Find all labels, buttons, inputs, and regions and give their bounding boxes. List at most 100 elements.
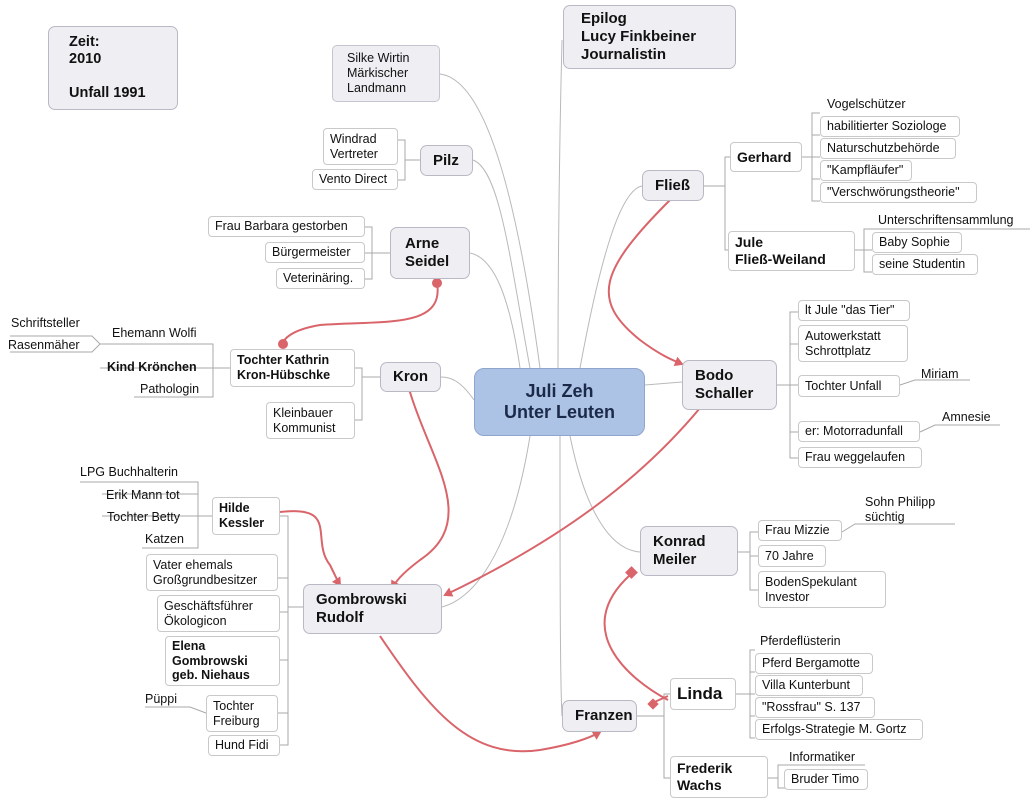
label-pferdefluesterin: Pferdeflüsterin [760, 634, 841, 648]
natur-label: Naturschutzbehörde [827, 141, 940, 156]
link-center-franzen [559, 435, 563, 717]
link-center-bodo [644, 381, 683, 386]
leaf-veterinaer[interactable]: Veterinäring. [276, 268, 365, 289]
vater-line1: Vater ehemals [153, 557, 233, 572]
rel-linda-konrad [603, 574, 669, 701]
frau-label: Frau weggelaufen [805, 450, 906, 465]
label-schriftsteller: Schriftsteller [11, 316, 80, 330]
boden-line2: Investor [765, 589, 810, 604]
leaf-tochter-unfall[interactable]: Tochter Unfall [798, 375, 900, 397]
label-sohn-philipp: Sohn Philipp süchtig [865, 495, 935, 525]
gf-line2: Ökologicon [164, 613, 227, 628]
rossfrau-label: "Rossfrau" S. 137 [762, 700, 861, 715]
central-topic[interactable]: Juli Zeh Unter Leuten [474, 368, 645, 436]
veterinaer-label: Veterinäring. [283, 271, 354, 286]
topic-franzen[interactable]: Franzen [562, 700, 637, 732]
bodo-line1: Bodo [695, 367, 734, 385]
topic-gombrowski-rudolf[interactable]: Gombrowski Rudolf [303, 584, 442, 634]
arne-line1: Arne [405, 235, 440, 253]
kathrin-line1: Tochter Kathrin [237, 353, 330, 368]
leaf-gerhard[interactable]: Gerhard [730, 142, 802, 172]
leaf-studentin[interactable]: seine Studentin [872, 254, 978, 275]
frederik-line2: Wachs [677, 777, 722, 793]
label-erik: Erik Mann tot [106, 488, 180, 502]
topic-epilog[interactable]: Epilog Lucy Finkbeiner Journalistin [563, 5, 736, 69]
leaf-bruder-timo[interactable]: Bruder Timo [784, 769, 868, 790]
leaf-hund-fidi[interactable]: Hund Fidi [208, 735, 280, 756]
leaf-frau-mizzie[interactable]: Frau Mizzie [758, 520, 842, 541]
leaf-jule[interactable]: Jule Fließ-Weiland [728, 231, 855, 271]
tochter-line1: Tochter [213, 698, 254, 713]
jahre-label: 70 Jahre [765, 548, 814, 563]
leaf-habil[interactable]: habilitierter Soziologe [820, 116, 960, 137]
label-ehemann-wolfi: Ehemann Wolfi [112, 326, 197, 340]
link-center-konrad [569, 435, 641, 553]
leaf-motorradunfall[interactable]: er: Motorradunfall [798, 421, 920, 442]
leaf-vater-ehemals[interactable]: Vater ehemals Großgrundbesitzer [146, 554, 278, 591]
leaf-kleinbauer[interactable]: Kleinbauer Kommunist [266, 402, 355, 439]
topic-bodo-schaller[interactable]: Bodo Schaller [682, 360, 777, 410]
leaf-baby-sophie[interactable]: Baby Sophie [872, 232, 962, 253]
leaf-frederik-wachs[interactable]: Frederik Wachs [670, 756, 768, 798]
leaf-windrad[interactable]: Windrad Vertreter [323, 128, 398, 165]
zeit-unfall: Unfall 1991 [69, 85, 146, 102]
leaf-verschwoerung[interactable]: "Verschwörungstheorie" [820, 182, 977, 203]
unfall-label: Tochter Unfall [805, 378, 882, 393]
leaf-villa-kunterbunt[interactable]: Villa Kunterbunt [755, 675, 863, 696]
silke-line1: Silke Wirtin [347, 51, 410, 66]
gf-line1: Geschäftsführer [164, 598, 253, 613]
topic-fliess[interactable]: Fließ [642, 170, 704, 201]
topic-arne-seidel[interactable]: Arne Seidel [390, 227, 470, 279]
zeit-note[interactable]: Zeit: 2010 Unfall 1991 [48, 26, 178, 110]
leaf-buergermeister[interactable]: Bürgermeister [265, 242, 365, 263]
label-miriam: Miriam [921, 367, 959, 381]
label-unterschriften: Unterschriftensammlung [878, 213, 1014, 227]
leaf-hilde-kessler[interactable]: Hilde Kessler [212, 497, 280, 535]
leaf-frau-barbara[interactable]: Frau Barbara gestorben [208, 216, 365, 237]
label-rasenmaeher: Rasenmäher [8, 338, 80, 352]
link-center-kron [440, 376, 475, 401]
leaf-elena[interactable]: Elena Gombrowski geb. Niehaus [165, 636, 280, 686]
label-informatiker: Informatiker [789, 750, 855, 764]
konrad-line1: Konrad [653, 533, 706, 551]
label-betty: Tochter Betty [107, 510, 180, 524]
leaf-frau-weggelaufen[interactable]: Frau weggelaufen [798, 447, 922, 468]
sohn-line1: Sohn Philipp [865, 495, 936, 509]
leaf-naturschutz[interactable]: Naturschutzbehörde [820, 138, 956, 159]
leaf-70-jahre[interactable]: 70 Jahre [758, 545, 826, 567]
mizzie-label: Frau Mizzie [765, 523, 830, 538]
gerhard-label: Gerhard [737, 148, 792, 165]
leaf-tochter-kathrin[interactable]: Tochter Kathrin Kron-Hübschke [230, 349, 355, 387]
leaf-tochter-freiburg[interactable]: Tochter Freiburg [206, 695, 278, 732]
auto-line1: Autowerkstatt [805, 328, 881, 343]
leaf-geschaeftsfuehrer[interactable]: Geschäftsführer Ökologicon [157, 595, 280, 632]
central-title: Juli Zeh [525, 380, 594, 401]
leaf-bodenspekulant[interactable]: BodenSpekulant Investor [758, 571, 886, 608]
leaf-vento-direct[interactable]: Vento Direct [312, 169, 398, 190]
leaf-kampflaeufer[interactable]: "Kampfläufer" [820, 160, 912, 181]
gombrowski-line2: Rudolf [316, 609, 364, 626]
leaf-autowerkstatt[interactable]: Autowerkstatt Schrottplatz [798, 325, 908, 362]
gombrowski-line1: Gombrowski [316, 591, 407, 609]
leaf-erfolgs-strategie[interactable]: Erfolgs-Strategie M. Gortz [755, 719, 923, 740]
topic-konrad-meiler[interactable]: Konrad Meiler [640, 526, 738, 576]
epilog-line2: Lucy Finkbeiner [581, 28, 697, 46]
kampf-label: "Kampfläufer" [827, 163, 904, 178]
link-center-epilog [557, 39, 563, 369]
leaf-das-tier[interactable]: lt Jule "das Tier" [798, 300, 910, 321]
topic-silke-wirtin[interactable]: Silke Wirtin Märkischer Landmann [332, 45, 440, 102]
boden-line1: BodenSpekulant [765, 574, 857, 589]
bergamotte-label: Pferd Bergamotte [762, 656, 860, 671]
label-pueppi: Püppi [145, 692, 177, 706]
leaf-pferd-bergamotte[interactable]: Pferd Bergamotte [755, 653, 873, 674]
silke-line2: Märkischer [347, 66, 409, 81]
topic-pilz[interactable]: Pilz [420, 145, 473, 176]
frederik-line1: Frederik [677, 760, 733, 777]
topic-kron[interactable]: Kron [380, 362, 441, 392]
elena-line2: Gombrowski [172, 653, 248, 668]
fliess-label: Fließ [655, 176, 691, 194]
leaf-rossfrau[interactable]: "Rossfrau" S. 137 [755, 697, 875, 718]
motorrad-label: er: Motorradunfall [805, 424, 903, 439]
kathrin-line2: Kron-Hübschke [237, 368, 331, 382]
leaf-linda[interactable]: Linda [670, 678, 736, 710]
